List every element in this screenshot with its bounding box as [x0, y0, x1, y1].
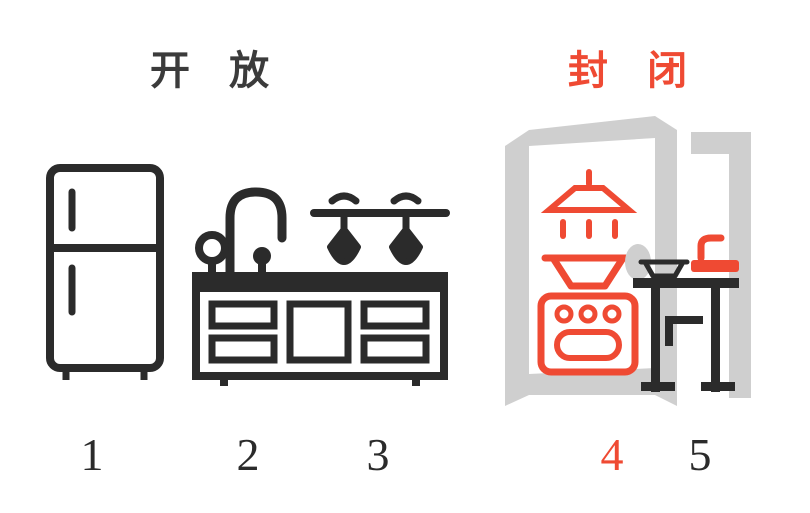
wok-pot-icon — [541, 254, 635, 290]
kitchen-counter-sink-icon — [190, 160, 460, 395]
dining-table-icon — [633, 278, 739, 392]
hanging-utensils-icon — [310, 185, 450, 300]
stove-range-icon — [537, 292, 639, 376]
closed-kitchen-room-icon — [505, 110, 765, 425]
heading-closed: 封 闭 — [568, 49, 702, 93]
label-number-3: 3 — [366, 429, 390, 480]
label-number-4: 4 — [600, 429, 624, 480]
bowl-icon — [638, 259, 690, 279]
label-number-1: 1 — [80, 429, 104, 480]
refrigerator-icon — [40, 160, 180, 390]
right-wall — [691, 132, 751, 398]
heading-open: 开 放 — [150, 49, 284, 93]
person-silhouette — [625, 244, 651, 280]
table-faucet-icon — [691, 234, 739, 272]
label-number-2: 2 — [236, 429, 260, 480]
label-number-5: 5 — [688, 429, 712, 480]
range-hood-icon — [540, 169, 638, 239]
